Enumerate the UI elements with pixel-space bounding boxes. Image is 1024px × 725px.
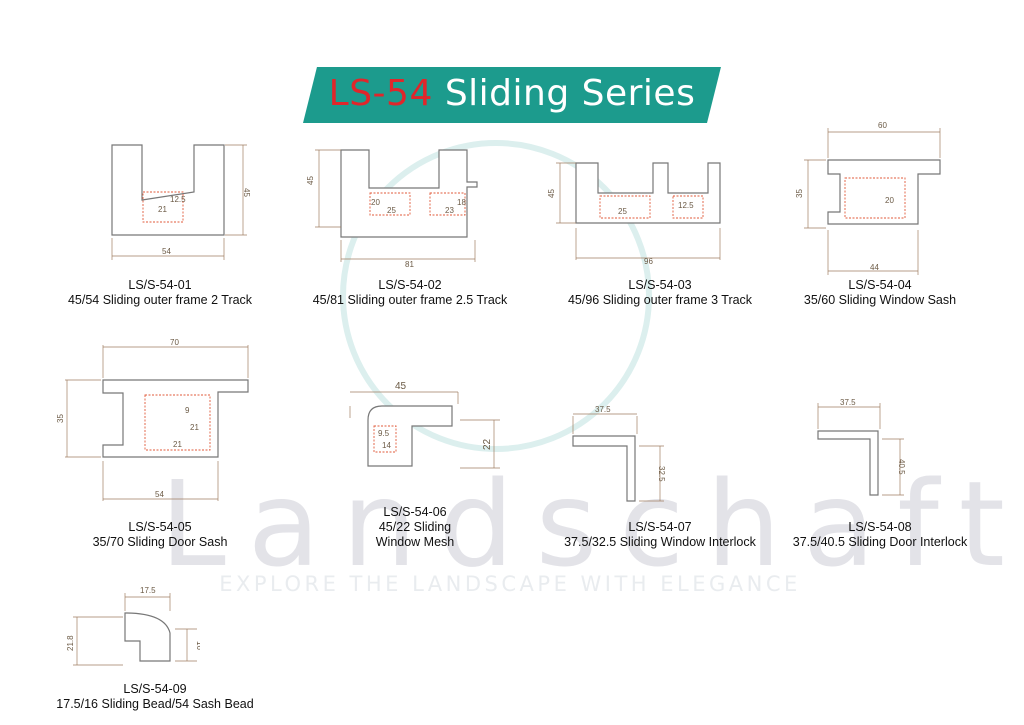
profile-drawing-04: 60 44 35 20	[795, 121, 941, 275]
product-code: LS/S-54-09	[123, 682, 187, 696]
profile-drawing-09: 17.5 21.8 16	[66, 586, 200, 666]
product-code: LS/S-54-01	[128, 278, 192, 292]
profile-drawing-06: 45 22 9.5 14	[349, 381, 500, 469]
product-description: 37.5/40.5 Sliding Door Interlock	[792, 535, 968, 549]
svg-text:45: 45	[306, 176, 315, 185]
svg-text:37.5: 37.5	[840, 398, 856, 407]
svg-text:35: 35	[56, 414, 65, 423]
product-label-06: LS/S-54-06 45/22 Sliding Window Mesh	[285, 505, 545, 550]
product-code: LS/S-54-02	[378, 278, 442, 292]
svg-text:18: 18	[457, 198, 466, 207]
profile-drawing-08: 37.5 40.5	[817, 398, 906, 496]
svg-text:21.8: 21.8	[66, 635, 75, 651]
product-description-line2: Window Mesh	[375, 535, 455, 549]
product-description: 45/81 Sliding outer frame 2.5 Track	[312, 293, 508, 307]
svg-text:9: 9	[185, 406, 190, 415]
product-description: 45/96 Sliding outer frame 3 Track	[567, 293, 753, 307]
title-banner: LS-54 Sliding Series	[303, 67, 721, 123]
svg-text:25: 25	[387, 206, 396, 215]
svg-text:14: 14	[382, 441, 391, 450]
svg-text:12.5: 12.5	[678, 201, 694, 210]
profile-drawing-01: 45 54 12.5 21	[111, 144, 251, 260]
svg-text:17.5: 17.5	[140, 586, 156, 595]
product-code: LS/S-54-06	[383, 505, 447, 519]
svg-text:21: 21	[190, 423, 199, 432]
svg-text:22: 22	[482, 438, 493, 450]
product-label-04: LS/S-54-04 35/60 Sliding Window Sash	[750, 278, 1010, 308]
profile-drawing-02: 45 81 20 25 23 18	[306, 149, 478, 269]
watermark-tagline: EXPLORE THE LANDSCAPE WITH ELEGANCE	[219, 572, 801, 596]
product-code: LS/S-54-08	[848, 520, 912, 534]
product-code: LS/S-54-05	[128, 520, 192, 534]
svg-text:35: 35	[795, 189, 804, 198]
svg-text:12.5: 12.5	[170, 195, 186, 204]
product-description: 35/60 Sliding Window Sash	[803, 293, 957, 307]
svg-text:20: 20	[371, 198, 380, 207]
profile-drawing-05: 70 54 35 9 21 21	[56, 338, 249, 501]
svg-text:32.5: 32.5	[657, 466, 666, 482]
svg-text:40.5: 40.5	[897, 459, 906, 475]
svg-text:54: 54	[155, 490, 164, 499]
product-description: 37.5/32.5 Sliding Window Interlock	[564, 535, 756, 549]
product-code: LS/S-54-07	[628, 520, 692, 534]
profile-drawing-03: 45 96 25 12.5	[548, 162, 721, 266]
svg-text:21: 21	[173, 440, 182, 449]
svg-text:54: 54	[162, 247, 171, 256]
product-description: 45/54 Sliding outer frame 2 Track	[67, 293, 253, 307]
svg-text:21: 21	[158, 205, 167, 214]
product-label-01: LS/S-54-01 45/54 Sliding outer frame 2 T…	[30, 278, 290, 308]
product-description-line1: 45/22 Sliding	[378, 520, 452, 534]
product-label-08: LS/S-54-08 37.5/40.5 Sliding Door Interl…	[750, 520, 1010, 550]
svg-text:60: 60	[878, 121, 887, 130]
product-description: 17.5/16 Sliding Bead/54 Sash Bead	[56, 697, 254, 711]
svg-text:45: 45	[395, 381, 407, 392]
svg-text:45: 45	[242, 188, 251, 197]
product-code: LS/S-54-04	[848, 278, 912, 292]
svg-text:44: 44	[870, 263, 879, 272]
product-label-05: LS/S-54-05 35/70 Sliding Door Sash	[30, 520, 290, 550]
svg-text:37.5: 37.5	[595, 405, 611, 414]
product-label-07: LS/S-54-07 37.5/32.5 Sliding Window Inte…	[530, 520, 790, 550]
title-text: Sliding Series	[444, 73, 696, 114]
watermark-logo-circle	[340, 140, 652, 452]
title-code: LS-54	[328, 73, 433, 114]
svg-text:96: 96	[644, 257, 653, 266]
svg-text:9.5: 9.5	[378, 429, 390, 438]
svg-text:16: 16	[195, 641, 200, 650]
product-label-09: LS/S-54-09 17.5/16 Sliding Bead/54 Sash …	[25, 682, 285, 712]
profile-drawing-07: 37.5 32.5	[572, 405, 666, 502]
svg-text:70: 70	[170, 338, 179, 347]
svg-text:23: 23	[445, 206, 454, 215]
product-description: 35/70 Sliding Door Sash	[92, 535, 228, 549]
product-code: LS/S-54-03	[628, 278, 692, 292]
page-title: LS-54 Sliding Series	[310, 73, 714, 114]
svg-text:25: 25	[618, 207, 627, 216]
svg-text:20: 20	[885, 196, 894, 205]
svg-text:81: 81	[405, 260, 414, 269]
svg-text:45: 45	[548, 189, 556, 198]
product-label-02: LS/S-54-02 45/81 Sliding outer frame 2.5…	[280, 278, 540, 308]
product-label-03: LS/S-54-03 45/96 Sliding outer frame 3 T…	[530, 278, 790, 308]
